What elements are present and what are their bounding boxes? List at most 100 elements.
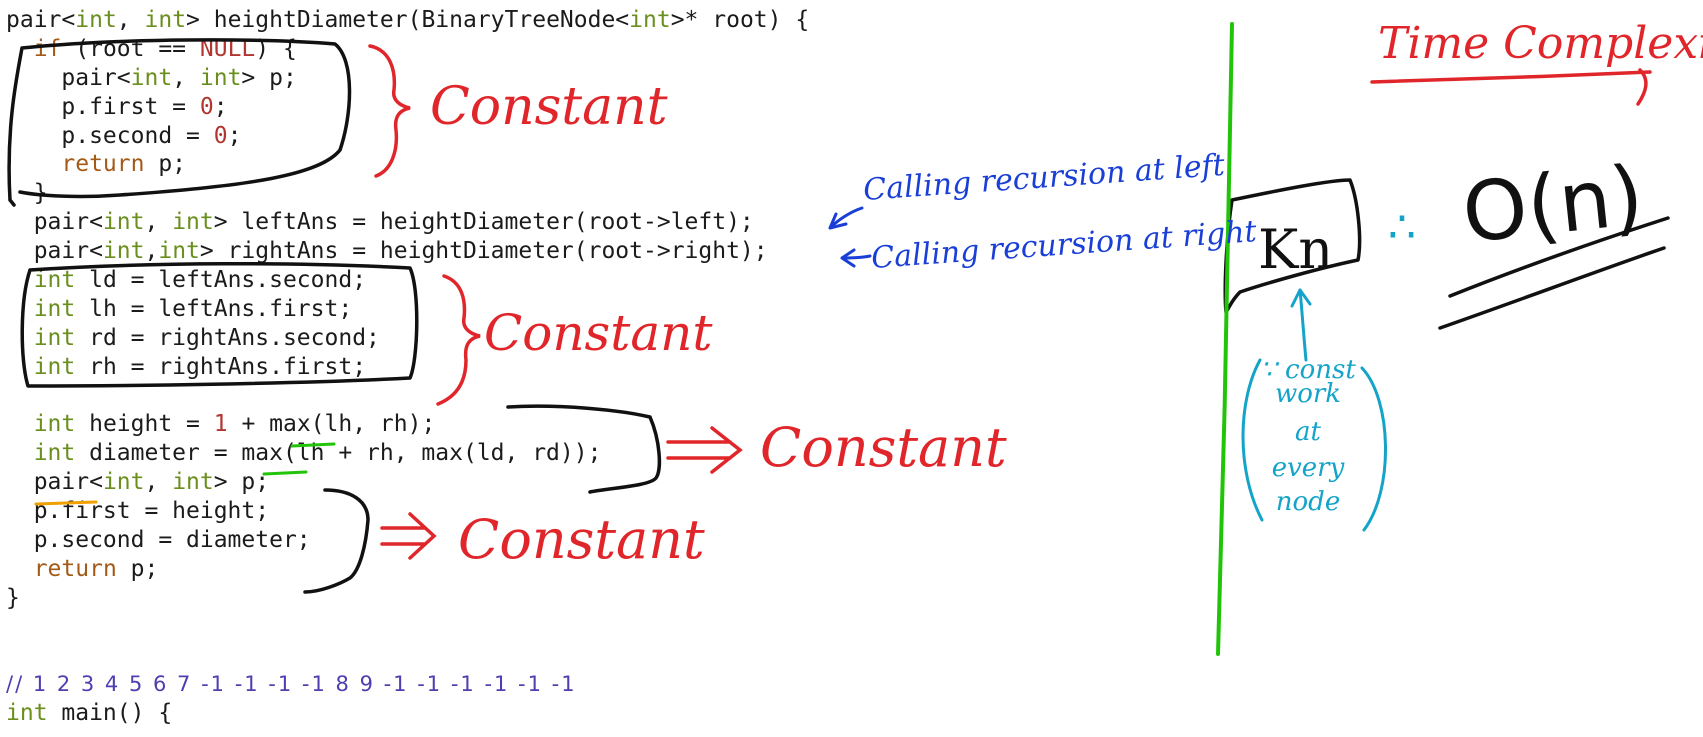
code-token: ld = leftAns.second; [75, 267, 367, 294]
title-tail [1636, 68, 1648, 106]
code-line: } [6, 584, 809, 613]
underline-max-2 [262, 470, 308, 476]
code-token: rd = rightAns.second; [75, 324, 380, 351]
code-token: // 1 2 3 4 5 6 7 -1 -1 -1 -1 8 9 -1 -1 -… [6, 672, 577, 697]
code-token: int [158, 238, 200, 265]
code-token: > p; [241, 64, 297, 91]
code-token: 0 [199, 93, 214, 120]
code-token: int [102, 469, 145, 496]
code-line: pair<int, int> p; [6, 64, 809, 93]
arrow-calling-left [828, 206, 864, 230]
code-token: int [75, 7, 117, 33]
code-line: // 1 2 3 4 5 6 7 -1 -1 -1 -1 8 9 -1 -1 -… [6, 670, 809, 699]
big-o-underline-1 [1448, 216, 1670, 298]
code-token: > heightDiameter(BinaryTreeNode< [186, 7, 630, 33]
code-token: int [629, 7, 671, 33]
note-constant-3: Constant [760, 416, 1007, 479]
code-line: pair<int, int> p; [6, 468, 809, 497]
bracket-return [303, 488, 370, 594]
arrow-constant-3 [666, 426, 743, 474]
code-line: int lh = leftAns.first; [6, 295, 809, 324]
code-token: 0 [213, 122, 228, 149]
code-token: int [172, 209, 214, 236]
code-token: main() { [47, 700, 173, 727]
title-underline [1370, 70, 1652, 84]
code-token: , [144, 238, 159, 265]
code-line: int rh = rightAns.first; [6, 353, 809, 382]
code-line: int ld = leftAns.second; [6, 266, 809, 295]
brace-base-case [368, 44, 411, 178]
note-calling-right: Calling recursion at right [870, 214, 1259, 276]
note-const-work-4: every [1272, 453, 1345, 483]
arrow-calling-right [840, 248, 872, 268]
note-constant-2: Constant [484, 304, 713, 362]
code-line: return p; [6, 150, 809, 179]
brace-locals [436, 274, 481, 406]
code-line: pair<int,int> rightAns = heightDiameter(… [6, 237, 809, 266]
note-therefore: ∴ [1388, 202, 1416, 253]
outline-base-case [7, 38, 352, 207]
code-token: pair< [6, 469, 103, 496]
code-token: pair< [6, 7, 76, 33]
code-line: int main() { [6, 699, 809, 728]
code-token: pair< [6, 238, 103, 265]
code-editor[interactable]: pair<int, int> heightDiameter(BinaryTree… [6, 6, 809, 728]
code-line: int rd = rightAns.second; [6, 324, 809, 353]
code-token: >* root) { [670, 7, 810, 33]
code-token: p.second = [6, 122, 214, 149]
code-token: int [33, 440, 76, 467]
code-token: return [61, 151, 145, 178]
note-constant-4: Constant [458, 508, 705, 571]
code-token: int [33, 295, 76, 322]
code-line: p.second = 0; [6, 122, 809, 151]
note-constant-1: Constant [430, 77, 668, 137]
code-line: pair<int, int> heightDiameter(BinaryTree… [6, 6, 809, 35]
code-token: int [102, 238, 145, 265]
code-token: p; [116, 555, 159, 582]
code-token: if [33, 35, 62, 62]
code-token: int [199, 64, 242, 91]
code-token: int [33, 411, 76, 438]
code-token: pair< [6, 64, 131, 91]
code-token: , [172, 64, 200, 91]
note-title: Time Complexity:- [1378, 18, 1703, 69]
code-token: , [144, 469, 173, 496]
code-token: int [6, 700, 48, 727]
note-kn: Kn [1258, 218, 1333, 281]
code-token: ; [227, 122, 242, 149]
note-big-o: O(n) [1458, 149, 1647, 262]
code-token: int [102, 209, 145, 236]
code-token: rh = rightAns.first; [75, 353, 367, 380]
code-token: int [33, 267, 76, 294]
code-line: p.first = 0; [6, 93, 809, 122]
code-token: int [130, 64, 173, 91]
note-const-work-3: at [1295, 417, 1322, 447]
code-token: int [33, 324, 76, 351]
code-line: int height = 1 + max(lh, rh); [6, 410, 809, 439]
code-token: lh = leftAns.first; [75, 295, 353, 322]
note-const-work-1: ∵ const [1260, 355, 1356, 385]
code-token: pair< [6, 209, 103, 236]
code-token: int [144, 7, 187, 33]
code-token: p.first = [6, 93, 200, 120]
code-token: + max(lh, rh); [227, 411, 436, 438]
code-token: > leftAns = heightDiameter(root->left); [213, 209, 754, 236]
code-token: p; [144, 151, 187, 178]
code-line: p.second = diameter; [6, 526, 809, 555]
oval-right [1360, 366, 1387, 532]
note-const-work-5: node [1276, 487, 1340, 517]
code-line: return p; [6, 555, 809, 584]
outline-locals [20, 261, 419, 388]
code-token: , [116, 7, 145, 33]
code-token: } [6, 584, 20, 611]
code-token: ; [213, 93, 228, 120]
bracket-height-diameter [506, 404, 662, 494]
code-token: p.second = diameter; [6, 527, 311, 554]
code-line: pair<int, int> leftAns = heightDiameter(… [6, 208, 809, 237]
code-token: int [172, 469, 214, 496]
divider-line [1216, 22, 1234, 656]
code-token: , [144, 209, 173, 236]
note-const-work-2: work [1275, 379, 1341, 409]
code-token: return [33, 555, 117, 582]
